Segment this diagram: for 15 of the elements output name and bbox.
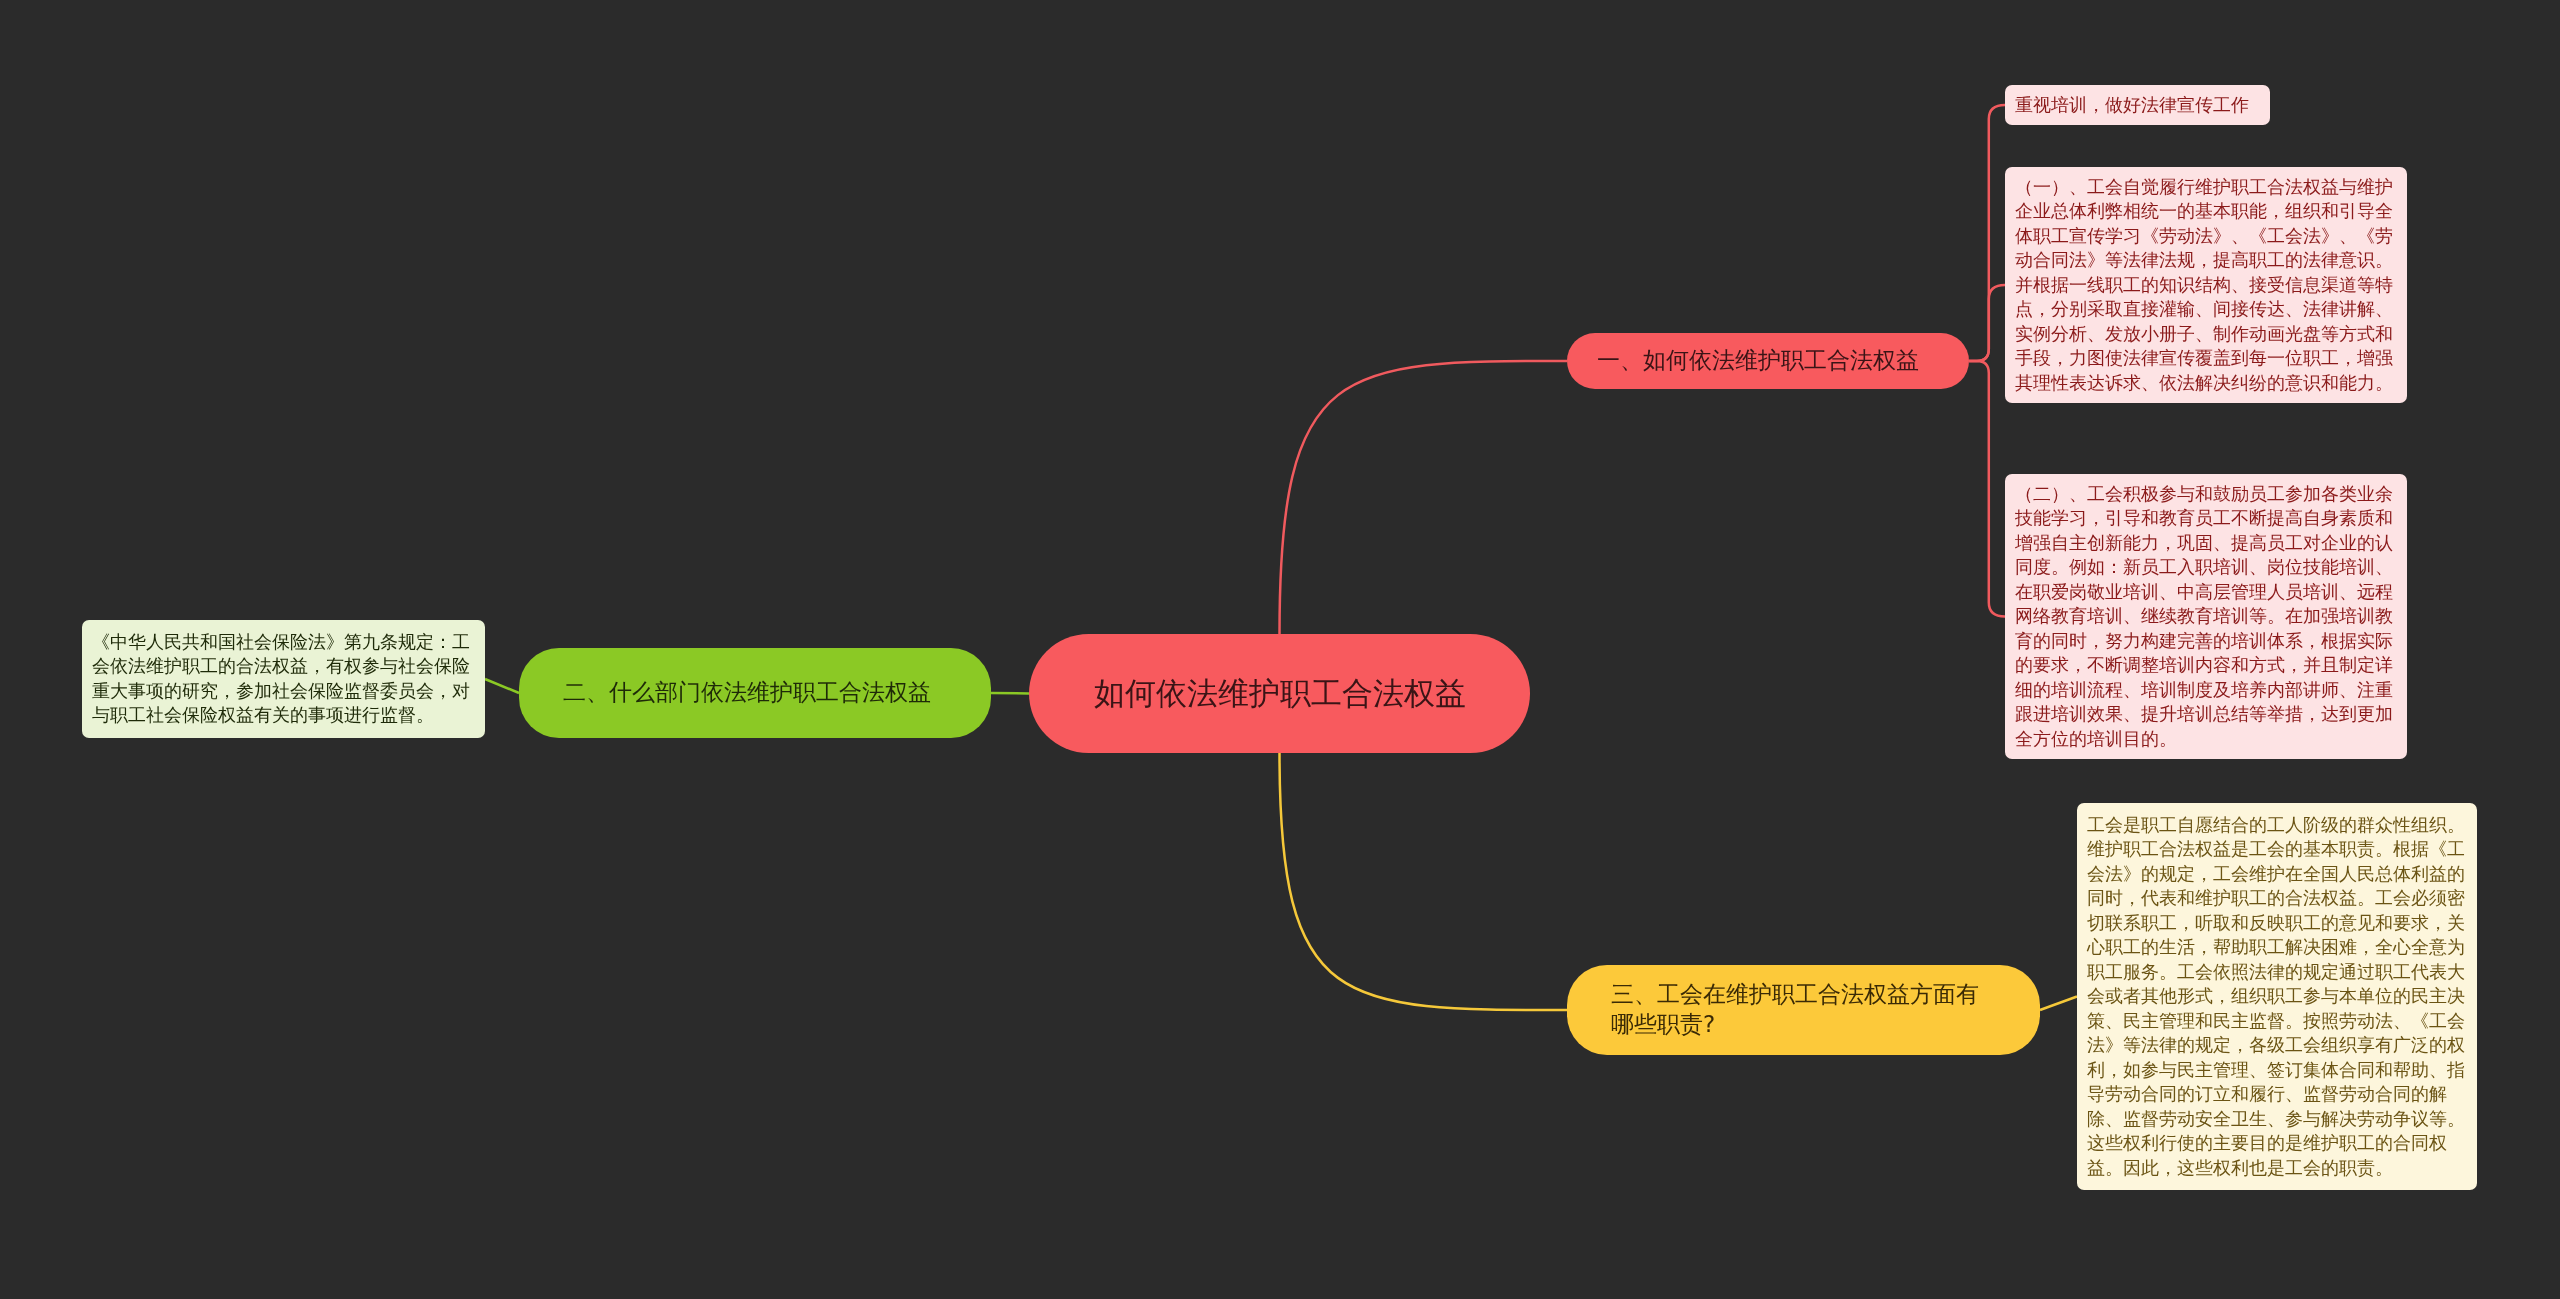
note-card: 《中华人民共和国社会保险法》第九条规定：工会依法维护职工的合法权益，有权参与社会保险重大事项的研究，参加社会保险监督委员会，对与职工社会保险权益有关的事项进行监督。 <box>82 620 485 738</box>
note-card: （一）、工会自觉履行维护职工合法权益与维护企业总体利弊相统一的基本职能，组织和引导全体职工宣传学习《劳动法》、《工会法》、《劳动合同法》等法律法规，提高职工的法律意识。并根据一线职工的知识结构、接受信息渠道等特点，分别采取直接灌输、间接传达、法律讲解、实例分析、发放小册子、制作动画光盘等方式和手段，力图使法律宣传覆盖到每一位职工，增强其理性表达诉求、依法解决纠纷的意识和能力。 <box>2005 167 2407 404</box>
connector-line <box>484 677 520 695</box>
connector-line <box>1278 359 1567 635</box>
connector-line <box>1969 359 2006 618</box>
note-card: 重视培训，做好法律宣传工作 <box>2005 85 2270 126</box>
connector-line <box>1278 752 1567 1012</box>
connector-line <box>991 691 1029 695</box>
note-card: （二）、工会积极参与和鼓励员工参加各类业余技能学习，引导和教育员工不断提高自身素质和增强自主创新能力，巩固、提高员工对企业的认同度。例如：新员工入职培训、岗位技能培训、在职爱岗敬业培训、中高层管理人员培训、远程网络教育培训、继续教育培训等。在加强培训教育的同时，努力构建完善的培训体系，根据实际的要求，不断调整培训内容和方式，并且制定详细的培训流程、培训制度及培养内部讲师、注重跟进培训效果、提升培训总结等举措，达到更加全方位的培训目的。 <box>2005 474 2407 760</box>
note-card: 工会是职工自愿结合的工人阶级的群众性组织。维护职工合法权益是工会的基本职责。根据《工会法》的规定，工会维护在全国人民总体利益的同时，代表和维护职工的合法权益。工会必须密切联系职工，听取和反映职工的意见和要求，关心职工的生活，帮助职工解决困难，全心全意为职工服务。工会依照法律的规定通过职工代表大会或者其他形式，组织职工参与本单位的民主决策、民主管理和民主监督。按照劳动法、《工会法》等法律的规定，各级工会组织享有广泛的权利，如参与民主管理、签订集体合同和帮助、指导劳动合同的订立和履行、监督劳动合同的解除、监督劳动安全卫生、参与解决劳动争议等。这些权利行使的主要目的是维护职工的合同权益。因此，这些权利也是工会的职责。 <box>2077 803 2477 1191</box>
branch-node: 二、什么部门依法维护职工合法权益 <box>519 648 991 738</box>
branch-node: 一、如何依法维护职工合法权益 <box>1567 333 1969 389</box>
connector-line <box>2039 995 2078 1012</box>
topic-node: 如何依法维护职工合法权益 <box>1029 634 1530 753</box>
branch-node: 三、工会在维护职工合法权益方面有哪些职责? <box>1567 965 2040 1055</box>
